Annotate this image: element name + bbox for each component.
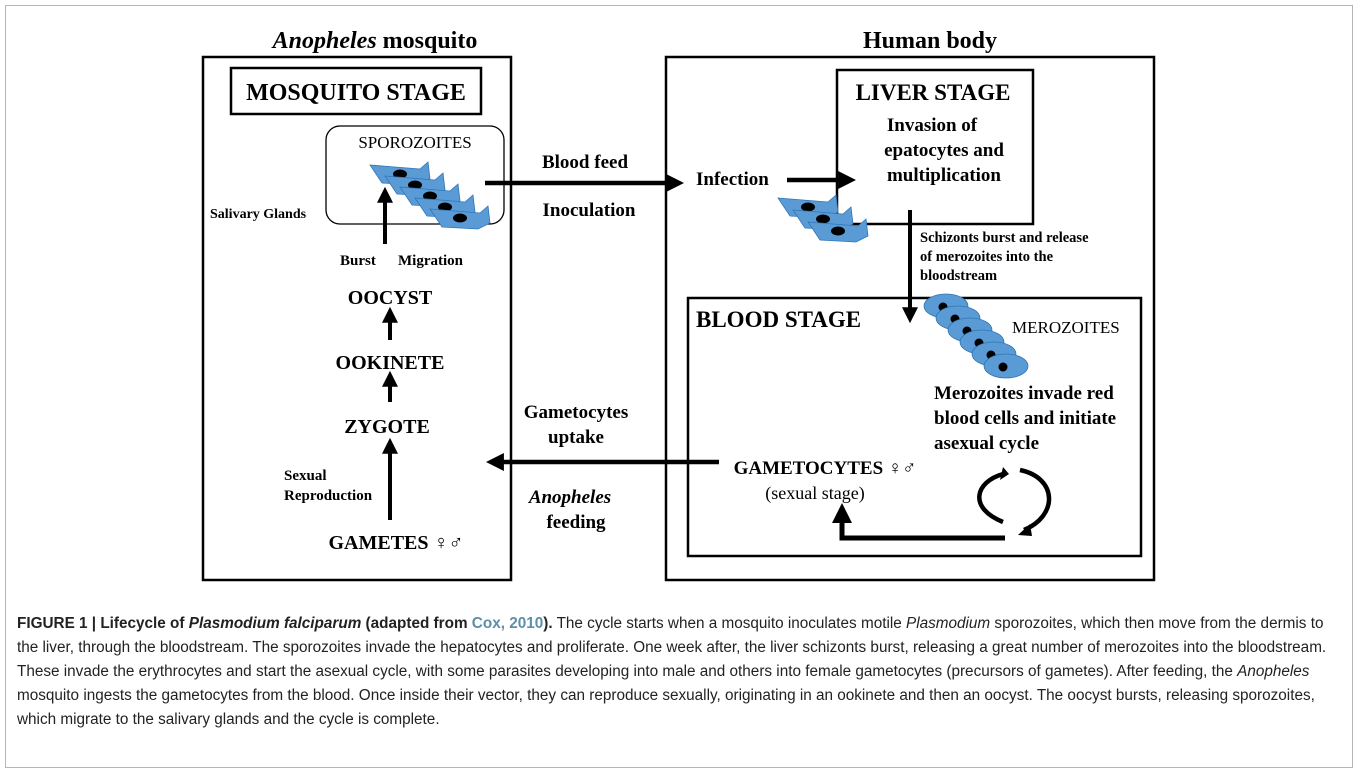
inoculation-label: Inoculation [543,200,636,221]
lifecycle-diagram: Anopheles mosquito Human body MOSQUITO S… [201,28,1156,582]
liver-text-line2: epatocytes and [884,140,1004,161]
mosquito-header: Anopheles mosquito [271,28,478,54]
infection-label: Infection [696,169,769,190]
feeding-line1: Anopheles [528,487,611,508]
blood-feed-label: Blood feed [542,152,628,173]
mosquito-stage-box [229,66,483,116]
mosquito-panel [201,55,513,582]
caption-label: FIGURE 1 | Lifecycle of Plasmodium falci… [17,615,553,632]
asexual-cycle-icon [977,467,1052,536]
human-panel [664,55,1156,582]
liver-sporozoites [777,194,869,243]
invade-text-line3: asexual cycle [934,433,1039,454]
sexual-label: Sexual [284,468,327,484]
sporozoites-cluster [369,161,491,230]
uptake-line1: Gametocytes [524,402,628,423]
burst-label: Burst [340,253,376,269]
schizont-text-line2: of merozoites into the [920,249,1054,265]
salivary-glands-label: Salivary Glands [210,207,307,222]
uptake-line2: uptake [548,427,604,448]
salivary-glands-box [325,125,505,225]
invade-text-line1: Merozoites invade red [934,383,1114,404]
ookinete-label: OOKINETE [336,352,445,374]
figure-frame [5,5,1353,768]
feeding-line2: feeding [546,512,606,533]
return-arrow [832,503,1005,541]
mosquito-stage-title: MOSQUITO STAGE [246,80,466,106]
liver-text-line3: multiplication [887,165,1001,186]
gametocytes-label: GAMETOCYTES ♀♂ [734,458,917,479]
schizont-text-line3: bloodstream [920,268,997,284]
merozoites-label: MEROZOITES [1012,318,1120,337]
blood-stage-box [686,296,1143,558]
gametes-label: GAMETES ♀♂ [328,532,463,554]
sporozoites-label: SPOROZOITES [358,133,471,152]
citation-link[interactable]: Cox, 2010 [471,615,544,632]
invade-text-line2: blood cells and initiate [934,408,1116,429]
schizont-text-line1: Schizonts burst and release [920,230,1089,246]
reproduction-label: Reproduction [284,488,373,504]
liver-stage-title: LIVER STAGE [856,80,1011,105]
oocyst-label: OOCYST [348,287,433,309]
migration-label: Migration [398,253,464,269]
sexual-stage-label: (sexual stage) [765,483,864,504]
zygote-label: ZYGOTE [344,416,430,438]
figure-caption: FIGURE 1 | Lifecycle of Plasmodium falci… [17,615,1327,728]
human-header: Human body [863,28,997,54]
liver-stage-box [835,68,1035,226]
liver-text-line1: Invasion of [887,115,978,136]
blood-stage-title: BLOOD STAGE [696,307,861,332]
